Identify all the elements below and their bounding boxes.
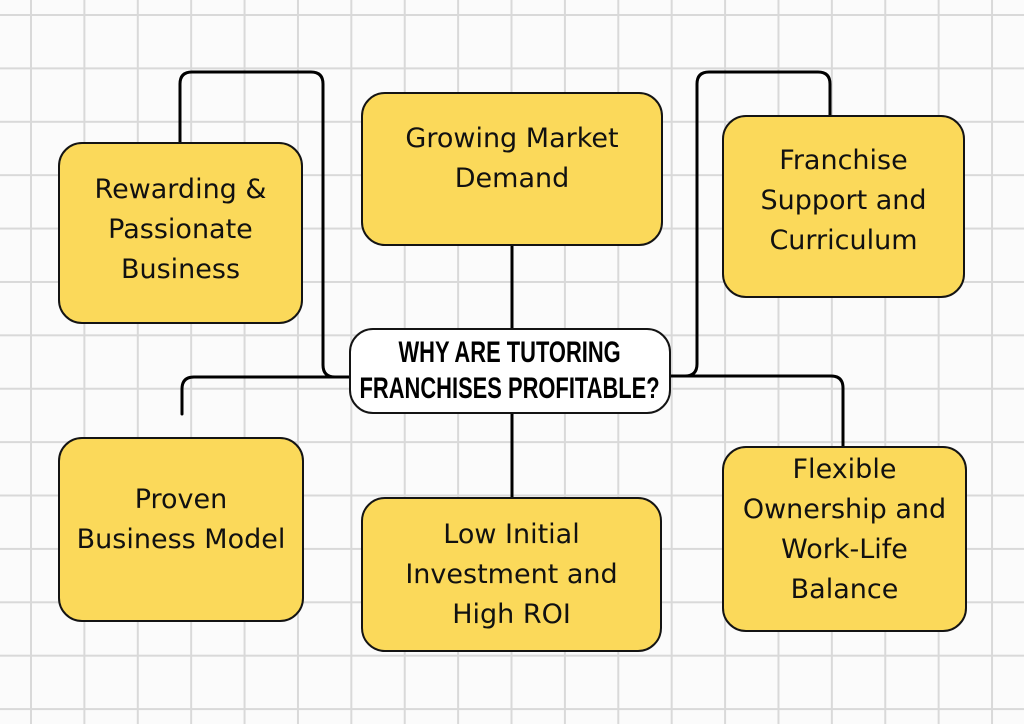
node-rewarding-passionate-business: Rewarding & Passionate Business <box>58 142 303 324</box>
center-question-title: WHY ARE TUTORING FRANCHISES PROFITABLE? <box>359 336 661 405</box>
node-label: Rewarding & Passionate Business <box>94 174 267 285</box>
node-low-investment-high-roi: Low Initial Investment and High ROI <box>361 497 662 652</box>
node-label: Proven Business Model <box>76 483 286 555</box>
connector-center-to-franchise <box>669 70 832 378</box>
node-label: Flexible Ownership and Work-Life Balance <box>742 454 947 605</box>
node-label: Franchise Support and Curriculum <box>760 144 927 256</box>
node-proven-business-model: Proven Business Model <box>58 437 304 622</box>
connector-center-to-proven <box>180 375 351 416</box>
node-growing-market-demand: Growing Market Demand <box>361 92 663 246</box>
node-franchise-support-curriculum: Franchise Support and Curriculum <box>722 115 965 298</box>
connector-center-to-flexible <box>669 374 845 448</box>
center-question-box: WHY ARE TUTORING FRANCHISES PROFITABLE? <box>349 328 671 414</box>
connector-center-to-rewarding <box>178 70 351 379</box>
node-label: Growing Market Demand <box>405 123 619 194</box>
node-flexible-ownership-balance: Flexible Ownership and Work-Life Balance <box>722 446 967 632</box>
node-label: Low Initial Investment and High ROI <box>405 518 618 630</box>
